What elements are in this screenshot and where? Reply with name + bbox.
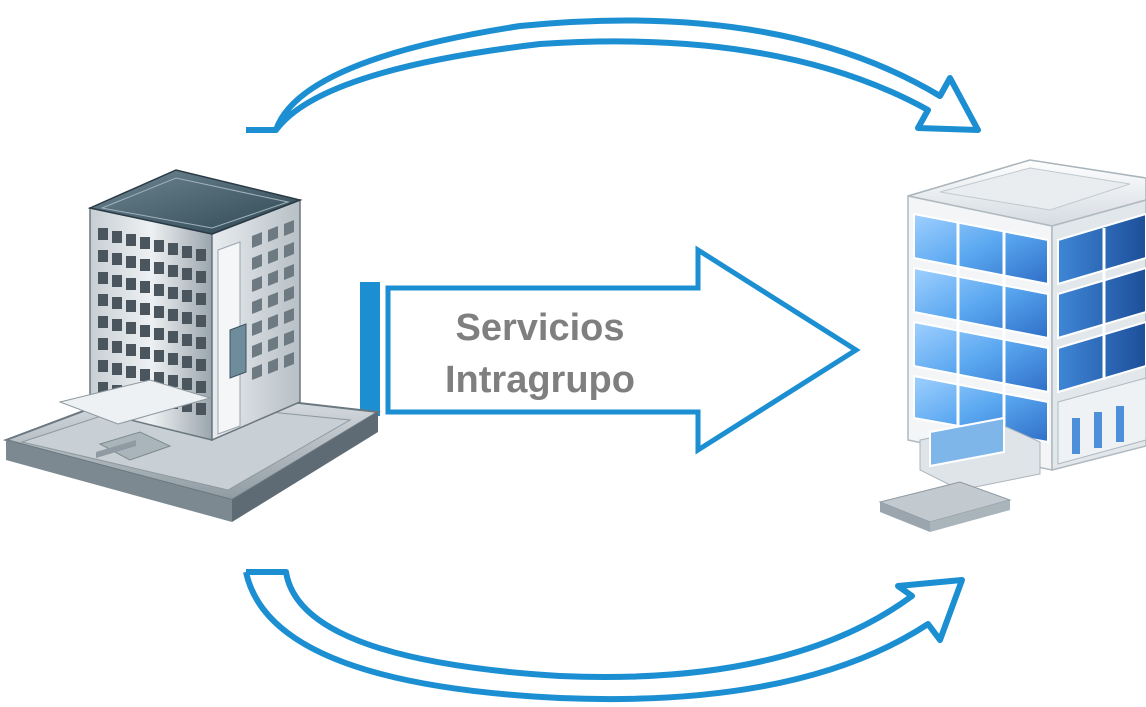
arrow-outline xyxy=(385,245,861,455)
bottom-curved-arrow xyxy=(243,569,965,703)
arrow-label-line1: Servicios xyxy=(456,307,625,349)
office-building-icon xyxy=(878,159,1146,532)
intragroup-services-arrow: Servicios Intragrupo xyxy=(360,245,861,455)
arrow-tail-bar xyxy=(360,282,380,416)
office-tower-icon xyxy=(2,169,382,522)
arrow-label-line2: Intragrupo xyxy=(445,359,635,401)
top-curved-arrow xyxy=(246,17,981,133)
